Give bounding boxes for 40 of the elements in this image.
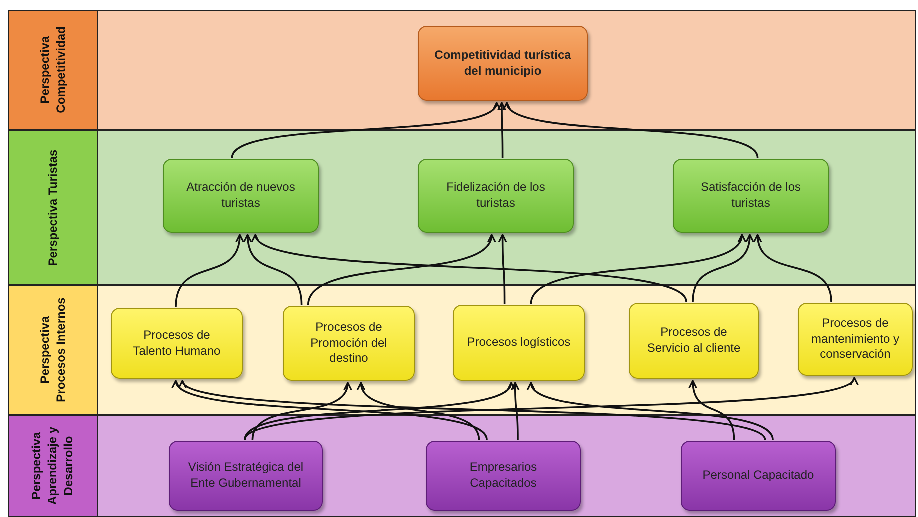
objective-text: Procesos de Servicio al cliente [646,325,742,357]
objective-box [283,306,415,381]
arrow [498,102,506,158]
arrow [498,234,508,304]
objective-box [418,26,588,101]
perspective-label: Perspectiva Procesos Internos [36,296,69,404]
objective-text: Atracción de nuevos turistas [186,180,296,212]
objective-text: Empresarios Capacitados [468,460,538,492]
objective-text: Procesos logísticos [467,335,571,351]
objective-text: Procesos de mantenimiento y conservación [811,316,900,363]
objective-box [453,305,585,381]
arrow [308,234,494,306]
arrow [754,234,832,302]
arrow [530,234,744,304]
perspective-label: Perspectiva Competitividad [36,26,69,116]
arrow [692,234,754,302]
perspective-band [8,10,916,130]
objective-box [673,159,829,233]
perspective-band [8,415,916,517]
objective-text: Competitividad turística del municipio [434,48,572,80]
objective-box [163,159,319,233]
objective-text: Fidelización de los turistas [446,180,546,212]
objective-text: Personal Capacitado [702,468,814,484]
perspective-label: Perspectiva Aprendizaje y Desarrollo [28,426,78,508]
objective-box [629,303,759,379]
objective-text: Visión Estratégica del Ente Gubernamental [187,460,305,492]
objective-text: Procesos de Talento Humano [132,328,222,360]
objective-box [426,441,581,511]
objective-box [418,159,574,233]
perspective-band [8,130,916,285]
arrow [244,234,303,306]
arrow [254,234,688,303]
arrow [175,234,244,308]
objective-box [111,308,243,379]
objective-box [798,303,913,376]
objective-box [169,441,323,511]
objective-text: Procesos de Promoción del destino [310,320,388,367]
objective-text: Satisfacción de los turistas [700,180,802,212]
objective-box [681,441,836,511]
perspective-label: Perspectiva Turistas [44,148,61,268]
